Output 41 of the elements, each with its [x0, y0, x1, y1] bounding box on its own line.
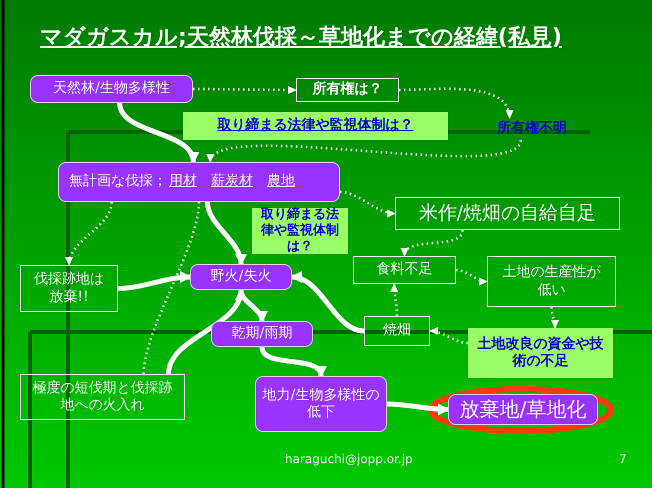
page-number: 7: [619, 452, 627, 466]
process-box: 伐採跡地は放棄!!: [20, 265, 118, 312]
note-text: 所有権不明: [476, 118, 588, 140]
dotted-arrow: [550, 306, 559, 329]
outcome-box: 米作/焼畑の自給自足: [395, 197, 620, 230]
arrow: [290, 272, 364, 334]
box-label: 無計画な伐採；: [69, 173, 167, 191]
dotted-arrow: [209, 139, 522, 163]
footer-email: haraguchi@jopp.or.jp: [285, 452, 413, 466]
dotted-line: [142, 202, 200, 374]
note-box: 土地改良の資金や技術の不足: [468, 328, 613, 378]
process-box: 土地の生産性が低い: [487, 256, 616, 307]
dotted-arrow: [429, 328, 468, 344]
arrow: [260, 346, 324, 378]
underlined-term: 用材: [169, 173, 197, 191]
dotted-arrow: [390, 283, 398, 316]
arrow: [118, 271, 192, 291]
process-box: 野火/失火: [190, 264, 292, 290]
note-box: 取り締まる法律や監視体制は？: [183, 112, 448, 140]
process-box: [58, 162, 340, 202]
dotted-arrow: [456, 268, 488, 285]
dotted-arrow: [193, 86, 297, 94]
process-box: 天然林/生物多様性: [30, 75, 193, 103]
slide-title: マダガスカル;天然林伐採～草地化までの経緯(私見): [40, 24, 562, 52]
result-box: 放棄地/草地化: [448, 394, 598, 425]
note-box: 取り締まる法律や監視体制は？: [252, 208, 348, 254]
underlined-term: 農地: [267, 173, 295, 191]
underlined-term: 薪炭材: [211, 173, 253, 191]
arrow: [386, 402, 450, 416]
process-box: 食料不足: [353, 256, 456, 284]
dotted-arrow: [402, 230, 464, 257]
arrow: [204, 202, 246, 266]
process-box: 極度の短伐期と伐採跡地への火入れ: [20, 374, 185, 420]
process-box: 地力/生物多様性の低下: [255, 376, 387, 432]
dotted-arrow: [398, 88, 512, 119]
dotted-arrow: [66, 202, 113, 266]
process-box: 焼畑: [364, 316, 430, 346]
process-box: 乾期/雨期: [211, 321, 313, 347]
dotted-arrow: [340, 190, 396, 217]
arrow: [117, 102, 198, 164]
question-box: 所有権は？: [296, 78, 399, 102]
